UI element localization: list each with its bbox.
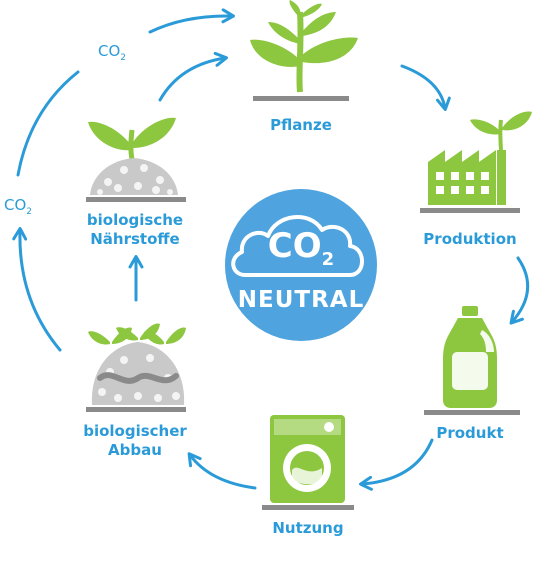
co2-label-top-main: CO <box>98 42 121 60</box>
co2-label-top: CO2 <box>98 42 126 63</box>
co2-label-left-sub: 2 <box>26 207 33 217</box>
label-nutzung: Nutzung <box>272 519 344 537</box>
factory-icon <box>420 111 532 213</box>
arrow-produkt-nutzung <box>359 438 434 491</box>
arrow-produktion-produkt <box>509 256 530 325</box>
label-abbau: biologischer Abbau <box>70 422 200 460</box>
label-naehrstoffe: biologische Nährstoffe <box>70 211 200 249</box>
plant-icon <box>250 0 358 101</box>
co2-neutral-badge <box>225 189 377 341</box>
arrow-naehrstoffe-pflanze <box>158 51 228 102</box>
label-abbau-line1: biologischer <box>83 422 187 440</box>
label-produkt: Produkt <box>436 424 504 442</box>
arrow-outer-top <box>148 8 235 34</box>
badge-co2-main: CO <box>267 226 322 266</box>
label-produktion: Produktion <box>423 230 517 248</box>
cycle-arrows <box>12 8 530 491</box>
badge-co2-sub: 2 <box>321 248 335 270</box>
bottle-icon <box>424 306 520 415</box>
arrow-outer-left-lower <box>12 227 62 352</box>
badge-neutral: NEUTRAL <box>237 287 365 313</box>
label-naehrstoffe-line1: biologische <box>86 211 184 229</box>
arrow-nutzung-abbau <box>187 452 257 490</box>
badge-co2: CO2 <box>241 226 361 280</box>
co2-label-left-main: CO <box>4 196 27 214</box>
cloud-icon <box>231 215 364 277</box>
washing-machine-icon <box>262 415 354 510</box>
label-pflanze: Pflanze <box>270 116 332 134</box>
arrow-outer-left-upper <box>16 70 80 177</box>
compost-worm-icon <box>86 323 186 412</box>
co2-label-left: CO2 <box>4 196 32 217</box>
label-naehrstoffe-line2: Nährstoffe <box>90 230 180 248</box>
label-abbau-line2: Abbau <box>108 441 162 459</box>
arrow-pflanze-produktion <box>400 64 451 111</box>
sprout-soil-icon <box>86 117 186 202</box>
co2-label-top-sub: 2 <box>120 53 127 63</box>
